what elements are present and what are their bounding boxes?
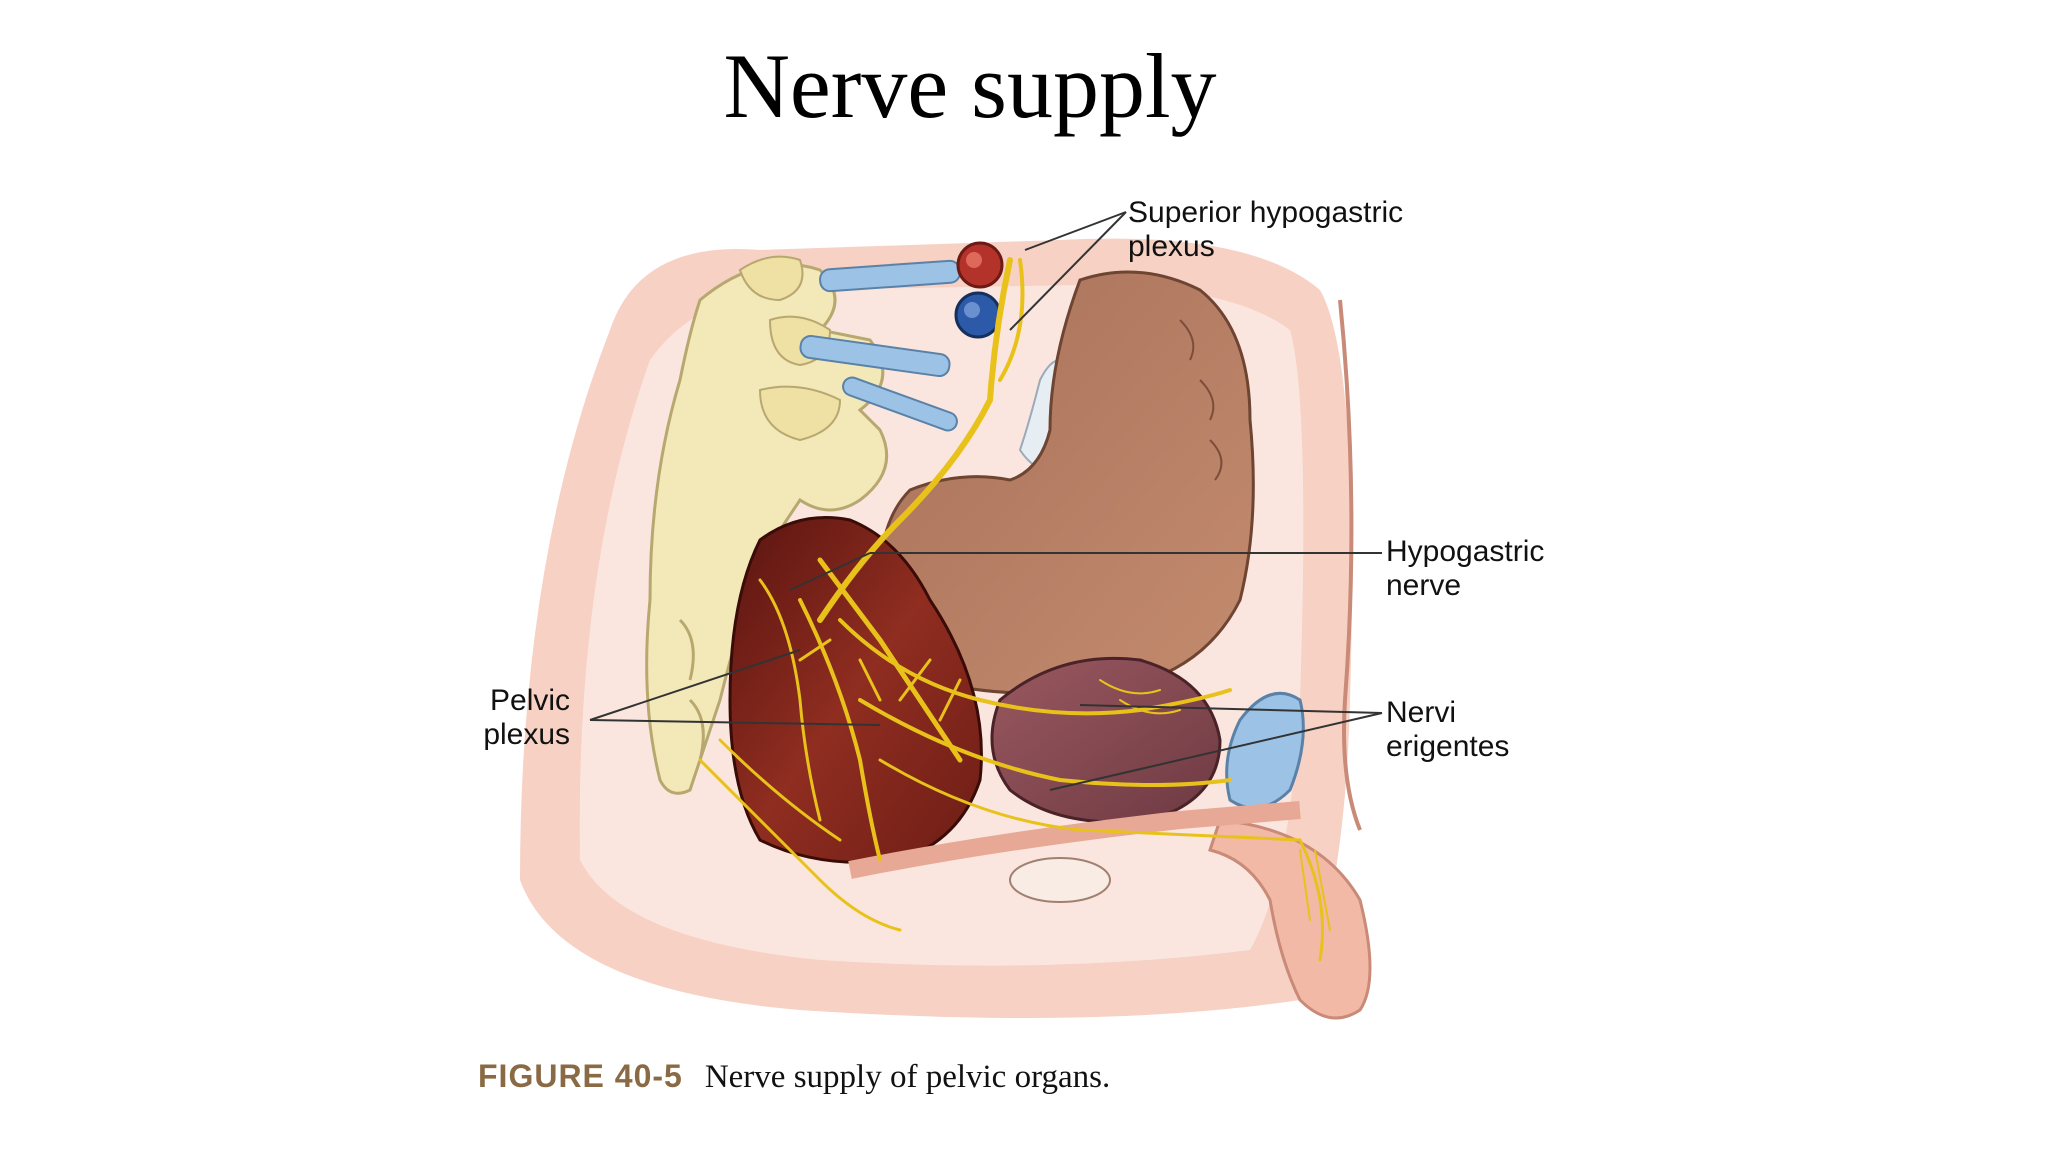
figure-caption-text: Nerve supply of pelvic organs. [704, 1059, 1111, 1095]
label-pelvic-plexus: Pelvic plexus [483, 684, 571, 751]
label-hypogastric-nerve: Hypogastric nerve [1386, 535, 1545, 602]
iliac-vessels-light [799, 259, 961, 432]
urethra [848, 801, 1301, 879]
label-leader-lines [589, 211, 1383, 791]
pubic-bone [1225, 691, 1305, 810]
label-superior-hypogastric-plexus: Superior hypogastric plexus [1128, 196, 1404, 263]
label-nervi-erigentes: Nervi erigentes [1386, 696, 1510, 763]
penis [1208, 818, 1372, 1020]
figure-number: FIGURE 40-5 [478, 1058, 683, 1094]
bulb-of-penis [1009, 857, 1111, 903]
figure-caption: FIGURE 40-5 Nerve supply of pelvic organ… [478, 1058, 1110, 1096]
bladder-colon [878, 270, 1255, 695]
slide-title: Nerve supply [723, 35, 1217, 137]
pelvic-nerve-plexus [698, 257, 1331, 962]
